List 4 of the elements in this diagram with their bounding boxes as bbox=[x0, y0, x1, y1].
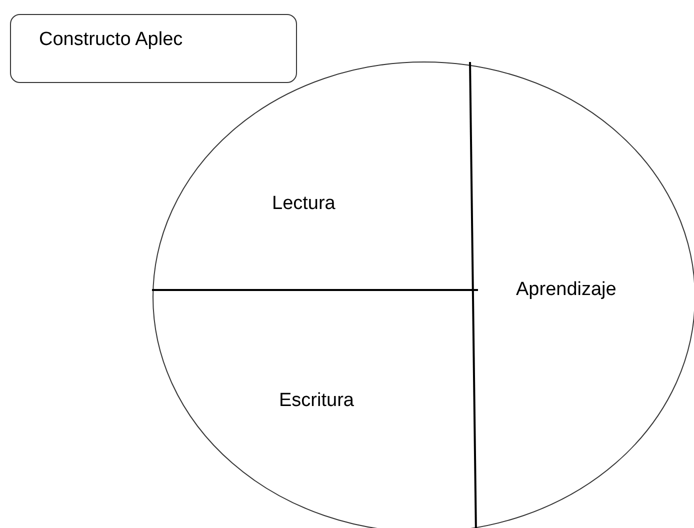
title-box: Constructo Aplec bbox=[10, 14, 297, 83]
section-label: Lectura bbox=[272, 193, 376, 223]
section-label: Aprendizaje bbox=[516, 279, 648, 309]
section-label: Escritura bbox=[279, 390, 395, 420]
